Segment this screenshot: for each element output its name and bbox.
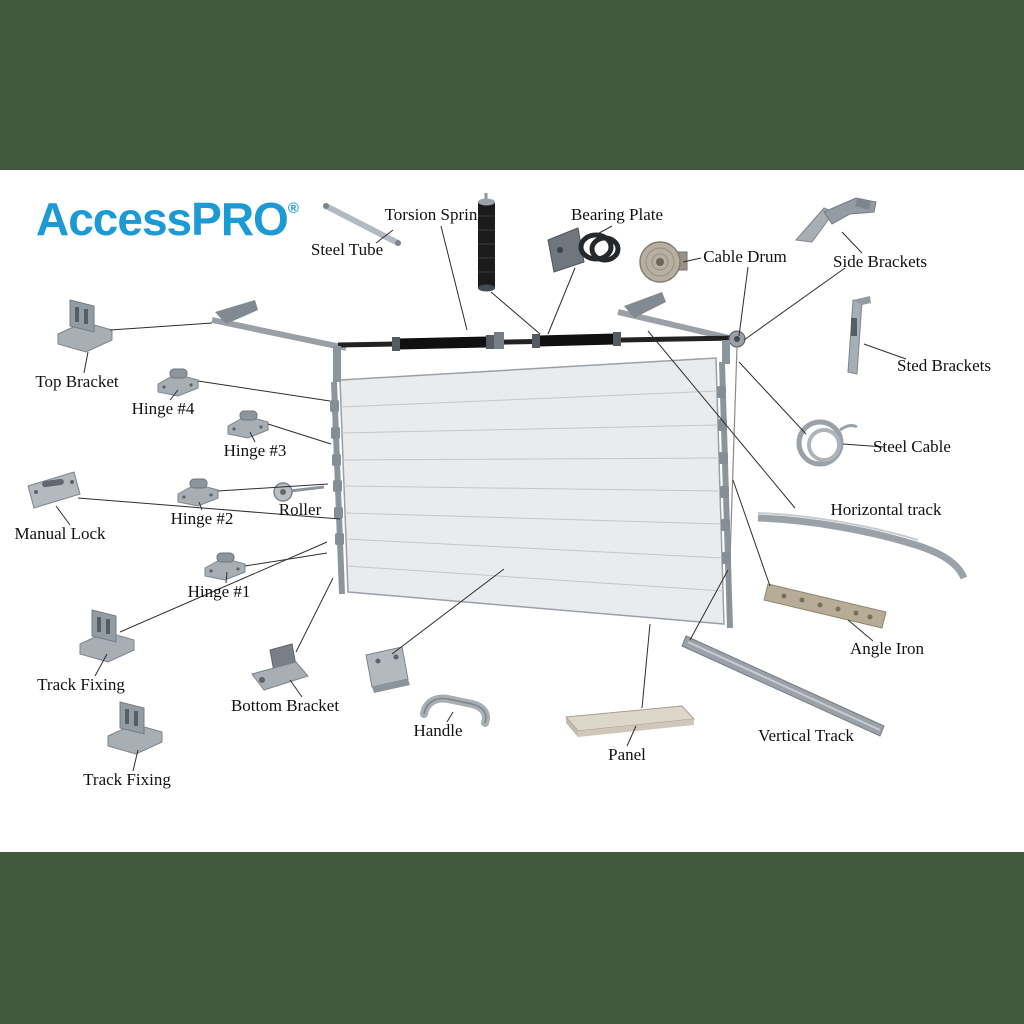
leader-lines <box>55 225 907 772</box>
angle-iron-icon <box>763 583 887 629</box>
horizontal-track-left <box>211 317 347 351</box>
brand-logo: AccessPRO® <box>36 196 299 242</box>
hinge-2-icon <box>177 478 219 507</box>
center-bearing <box>494 332 504 349</box>
label-manual-lock: Manual Lock <box>14 524 106 543</box>
steel-tube-icon <box>323 203 401 246</box>
spring-right <box>537 333 616 347</box>
door-assembly <box>211 292 746 629</box>
torsion-spring-icon <box>478 193 495 292</box>
label-bearing-plate: Bearing Plate <box>570 205 664 224</box>
bottom-bracket-icon <box>251 643 309 691</box>
sted-brackets-icon <box>847 296 871 375</box>
vertical-track-icon <box>681 635 885 737</box>
brand-logo-access: Access <box>36 193 192 245</box>
label-side-brackets: Side Brackets <box>833 252 927 271</box>
label-panel: Panel <box>608 745 646 764</box>
brand-logo-pro: PRO <box>191 193 289 245</box>
handle-icon <box>420 694 490 727</box>
registered-mark: ® <box>287 200 299 217</box>
manual-lock-icon <box>27 471 81 509</box>
track-fixing-lower-icon <box>107 701 163 755</box>
horizontal-track-icon <box>757 512 968 580</box>
door-panel <box>339 357 725 625</box>
handle-plate-icon <box>365 646 410 693</box>
label-cable-drum: Cable Drum <box>703 247 787 266</box>
label-hinge-1: Hinge #1 <box>187 582 251 601</box>
lift-cable-right <box>727 345 738 621</box>
top-bracket-icon <box>57 299 113 353</box>
bottom-green-band <box>0 852 1024 1024</box>
label-roller: Roller <box>278 500 322 519</box>
top-corner-bracket-left <box>215 300 258 324</box>
label-horizontal-track: Horizontal track <box>830 500 942 519</box>
label-steel-tube: Steel Tube <box>310 240 384 259</box>
cable-drum-icon <box>639 241 688 283</box>
hinge-1-icon <box>204 552 246 581</box>
label-bottom-bracket: Bottom Bracket <box>230 696 340 715</box>
spring-left <box>397 336 488 350</box>
label-hinge-3: Hinge #3 <box>223 441 287 460</box>
label-torsion-spring: Torsion Sprin <box>384 205 478 224</box>
label-hinge-4: Hinge #4 <box>131 399 195 418</box>
top-green-band <box>0 0 1024 170</box>
label-angle-iron: Angle Iron <box>849 639 925 658</box>
label-sted-brackets: Sted Brackets <box>897 356 991 375</box>
steel-cable-icon <box>796 419 858 467</box>
label-track-fixing-upper: Track Fixing <box>37 675 125 694</box>
side-brackets-icon <box>795 197 877 243</box>
hinge-3-icon <box>227 410 269 439</box>
top-corner-bracket-right <box>624 292 666 318</box>
label-top-bracket: Top Bracket <box>35 372 119 391</box>
hinge-4-icon <box>157 368 199 397</box>
label-track-fixing-lower: Track Fixing <box>83 770 171 789</box>
panel-section-lines <box>340 390 724 592</box>
label-vertical-track: Vertical Track <box>758 726 854 745</box>
bearing-plate-icon <box>547 227 621 273</box>
label-hinge-2: Hinge #2 <box>170 509 234 528</box>
edge-hinges <box>330 386 731 564</box>
label-steel-cable: Steel Cable <box>873 437 951 456</box>
panel-icon <box>564 705 696 737</box>
label-handle: Handle <box>413 721 463 740</box>
